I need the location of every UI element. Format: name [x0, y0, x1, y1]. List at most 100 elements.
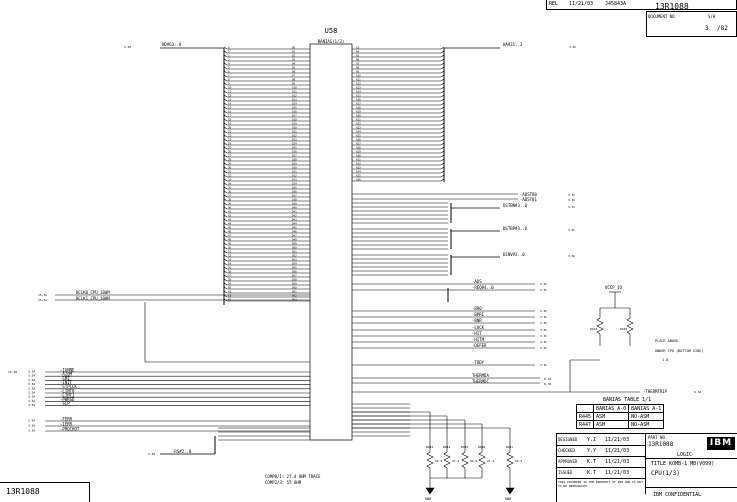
pin-number: 49: [228, 242, 232, 246]
pin-number: 58: [228, 278, 232, 282]
bus-entry: [440, 66, 445, 70]
part-label: PART NO.: [648, 435, 668, 440]
bus-entry: [223, 142, 228, 146]
pin-name: D53: [292, 258, 297, 262]
bus-entry: [440, 114, 445, 118]
pin-name: D23: [292, 138, 297, 142]
subtitle: CPU(1/3): [651, 470, 680, 477]
pin-number: 51: [228, 250, 232, 254]
resistor-value: 27.4: [452, 459, 459, 463]
pin-number: 25: [228, 146, 232, 150]
note-under: UNDER CPU (BOTTOM SIDE): [655, 349, 703, 353]
sign-role: APPROVED: [558, 459, 578, 464]
bus-entry: [223, 262, 228, 266]
pin-number: 48: [228, 238, 232, 242]
pullup-resistor: [626, 317, 634, 335]
bus-entry: [223, 54, 228, 58]
bus-entry: [223, 282, 228, 286]
bus-entry: [223, 186, 228, 190]
sign-row-3: ISSUED K.T 11/21/03: [557, 467, 645, 479]
bus-entry: [223, 178, 228, 182]
pin-name: D9: [292, 82, 296, 86]
pin-name: A17: [356, 102, 361, 106]
pin-name: D21: [292, 130, 297, 134]
resistor-ref: R424: [590, 327, 597, 331]
bus-entry: [223, 246, 228, 250]
bus-entry: [440, 122, 445, 126]
page-ref: 3.5A: [28, 370, 35, 374]
termination-resistor: [461, 451, 469, 469]
pin-number: 60: [228, 286, 232, 290]
resistor-ref: R425: [620, 327, 627, 331]
page-ref: 3.5C: [540, 309, 547, 313]
cpu-body: [309, 43, 353, 441]
pin-name: A23: [356, 126, 361, 130]
pin-number: 3: [228, 58, 230, 62]
bus-entry: [223, 226, 228, 230]
pin-number: 24: [228, 142, 232, 146]
bus-entry: [440, 90, 445, 94]
bus-entry: [440, 126, 445, 130]
pin-number: 61: [228, 290, 232, 294]
pin-name: D31: [292, 170, 297, 174]
bus-entry: [223, 170, 228, 174]
gnd-label: GND: [505, 497, 511, 501]
page-ref: 3.5C: [540, 328, 547, 332]
pin-number: 52: [228, 254, 232, 258]
notice-text: THIS DOCUMENT IS THE PROPERTY OF IBM AND…: [558, 480, 643, 488]
table-cell: R447: [575, 420, 595, 429]
bus-entry: [440, 138, 445, 142]
pin-number: 20: [228, 126, 232, 130]
bus-entry: [223, 162, 228, 166]
net-adstb0: -ADSTB0: [520, 192, 537, 197]
net-left-signal: -LINT0: [60, 388, 75, 393]
pin-number: 1: [228, 50, 230, 54]
pin-name: A28: [356, 146, 361, 150]
pullup-resistor: [596, 317, 604, 335]
pin-number: 21: [228, 130, 232, 134]
pin-number: 10: [228, 86, 232, 90]
sign-row-2: APPROVED K.T 11/21/03: [557, 456, 645, 468]
bus-entry: [223, 154, 228, 158]
sign-date: 11/21/03: [605, 437, 630, 443]
pin-name: D4: [292, 62, 296, 66]
sign-role: DESIGNED: [558, 437, 578, 442]
pin-name: D10: [292, 86, 297, 90]
pin-name: A13: [356, 86, 361, 90]
resistor-ref: R447: [506, 445, 513, 449]
net-left-signal: -IGNNE: [60, 367, 75, 372]
pin-number: 35: [228, 186, 232, 190]
page-ref: 3.5C: [540, 363, 547, 367]
pin-name: D33: [292, 178, 297, 182]
page-ref: 3.5C: [540, 346, 547, 350]
net-control: -ADS: [472, 279, 482, 284]
gnd-label: GND: [425, 497, 431, 501]
sign-date: 11/21/03: [605, 470, 630, 476]
bus-entry: [440, 150, 445, 154]
bus-entry: [223, 238, 228, 242]
pin-name: D46: [292, 230, 297, 234]
pin-name: D47: [292, 234, 297, 238]
pin-name: D57: [292, 274, 297, 278]
bus-entry: [223, 114, 228, 118]
pin-name: A25: [356, 134, 361, 138]
pin-number: 13: [228, 98, 232, 102]
bus-entry: [223, 242, 228, 246]
pin-name: D26: [292, 150, 297, 154]
pin-number: 41: [228, 210, 232, 214]
pin-name: D3: [292, 58, 296, 62]
bus-entry: [440, 86, 445, 90]
net-thermda: THERMDA: [472, 373, 489, 378]
pin-name: D17: [292, 114, 297, 118]
pin-number: 6: [228, 70, 230, 74]
bus-entry: [223, 182, 228, 186]
note-trace1: COMP0/1: 27.4 OHM TRACE: [265, 474, 321, 479]
bus-entry: [223, 214, 228, 218]
bottom-part-number: 13R1088: [6, 487, 40, 496]
page-ref: 3.5C: [568, 254, 575, 258]
wire-layer: [45, 46, 640, 488]
bus-entry: [223, 46, 228, 50]
net-control: -BNR: [472, 318, 482, 323]
table-cell: ASM: [593, 420, 630, 429]
